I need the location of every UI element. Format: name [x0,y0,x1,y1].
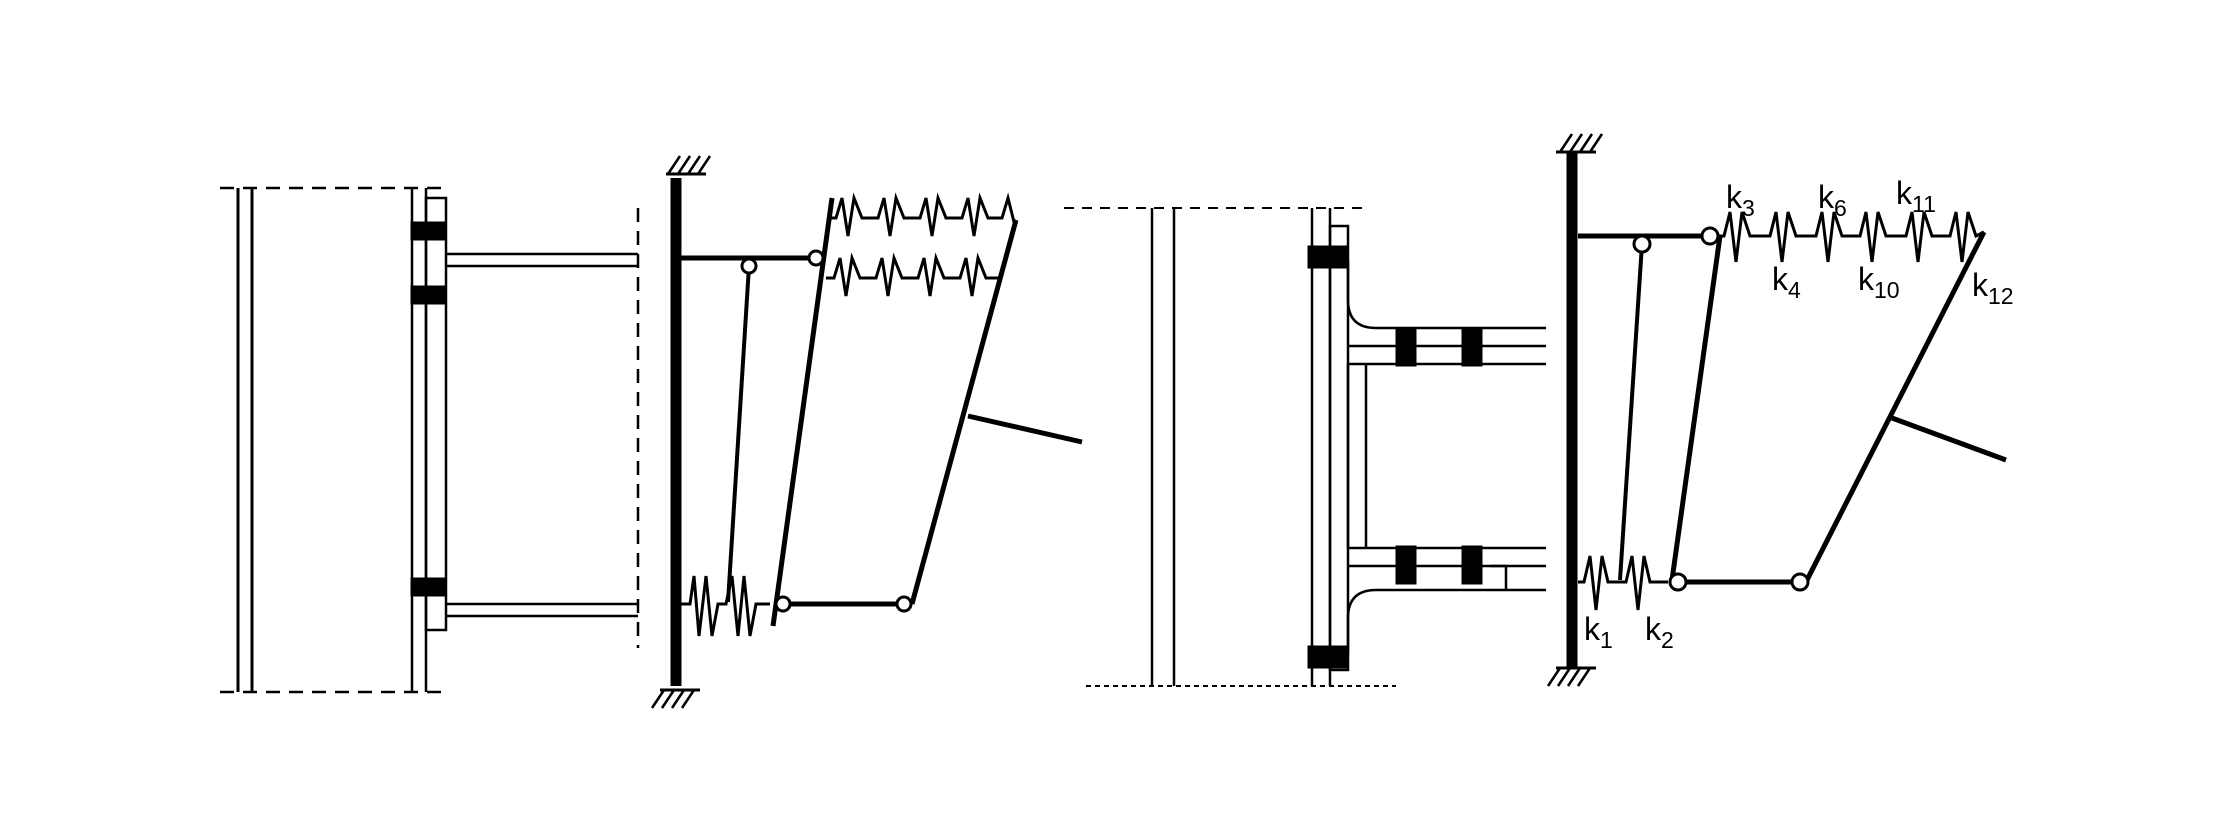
label-k10: k10 [1858,261,1900,303]
panel-b-spring-model [650,155,1083,709]
support-hatch [650,689,696,709]
bolt [1461,545,1483,585]
plate-lip [1490,564,1508,590]
bolt [1395,545,1417,585]
spring-k1-k2 [1578,555,1668,611]
right-member [909,219,1019,605]
hinge [1632,234,1652,254]
spring-row-upper [830,192,1018,237]
spring-bottom [681,575,770,637]
support-hatch [1558,133,1604,153]
panel-d-spring-model [1546,133,2007,687]
inclined-bar [1669,235,1723,581]
stiffness-labels: k1 k2 k3 k4 k6 k10 k11 k12 [1584,175,2014,653]
end-plate [424,196,448,632]
load-arm [967,413,1083,445]
bolt [410,221,446,241]
label-k6: k6 [1818,179,1847,221]
label-k4: k4 [1772,261,1801,303]
label-k12: k12 [1972,267,2014,309]
bolt [1461,327,1483,367]
label-k3: k3 [1726,179,1755,221]
inner-strut [726,265,751,603]
panel-a-connection-drawing [220,186,640,694]
hinge [1700,226,1720,246]
spring-row-top [1716,211,1985,263]
inclined-bar [770,197,835,627]
hinge [740,257,758,275]
hinge [807,249,825,267]
bolt [1307,645,1349,669]
end-plate [1328,224,1350,672]
bolt [410,577,446,597]
hinge [895,595,913,613]
label-k2: k2 [1645,611,1674,653]
label-k11: k11 [1896,175,1936,217]
hinge [1790,572,1810,592]
bolt [410,285,446,305]
spring-row-lower [826,252,1000,297]
support-hatch [666,155,712,175]
hinge [1668,572,1688,592]
bolt [1307,245,1349,269]
support-hatch [1546,667,1592,687]
label-k1: k1 [1584,611,1613,653]
bolt [1395,327,1417,367]
stiffener-top [1346,262,1546,330]
stiffener-bottom [1346,588,1546,654]
right-member [1803,230,1987,584]
panel-c-connection-drawing [1064,207,1546,687]
load-arm [1891,415,2007,463]
hinge [774,595,792,613]
inner-strut [1618,243,1644,581]
